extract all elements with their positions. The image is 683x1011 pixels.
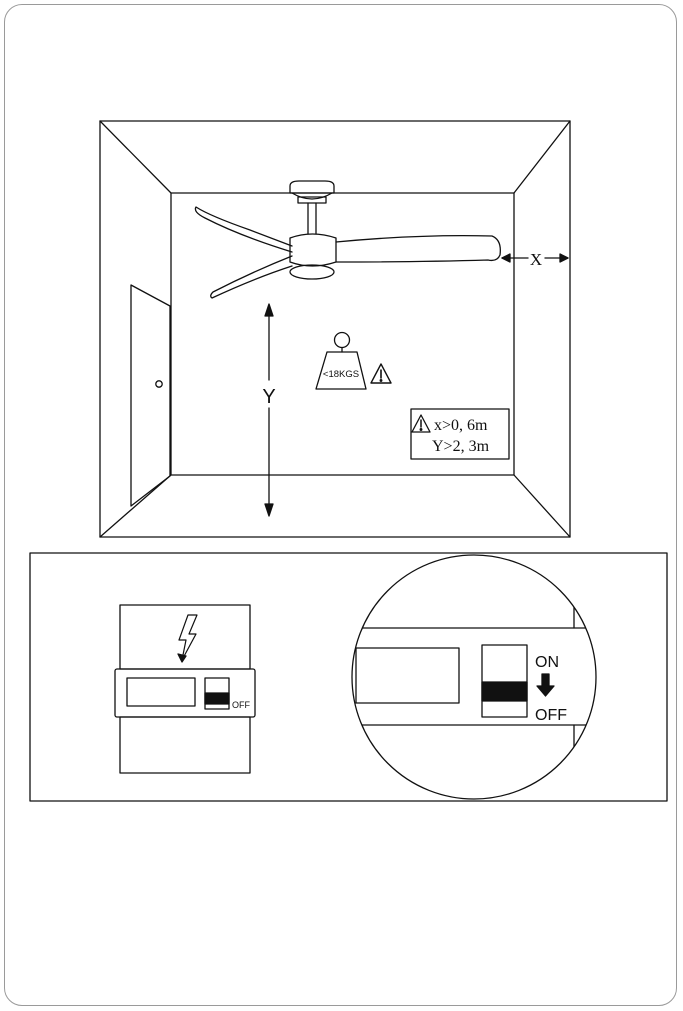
room-outer-frame — [99, 120, 571, 538]
switch-down-arrow-icon — [536, 673, 555, 697]
weight-limit-label: <18KGS — [323, 369, 359, 380]
room-edge — [99, 120, 172, 194]
breaker-switch-body — [114, 668, 256, 718]
x-label: X — [530, 250, 542, 269]
page-frame — [4, 4, 677, 1006]
y-label: Y — [262, 386, 275, 408]
magnifier-circle — [351, 554, 597, 800]
x-arrowhead-right — [559, 253, 569, 263]
room-edge — [513, 474, 571, 538]
y-arrowhead-top — [264, 303, 274, 317]
fan-motor-housing — [289, 233, 337, 267]
x-clearance-indicator — [501, 253, 569, 263]
weight-symbol — [315, 331, 367, 390]
fan-light-kit — [289, 264, 335, 280]
fan-mount — [297, 196, 327, 204]
room-edge — [513, 120, 571, 194]
magnified-toggle-lever-off — [481, 681, 528, 702]
clearance-note-box — [410, 408, 510, 460]
breaker-label-window — [126, 677, 196, 707]
door-knob — [155, 380, 163, 388]
lightning-icon — [178, 614, 198, 661]
breaker-on-label: ON — [535, 654, 559, 671]
breaker-small — [114, 604, 256, 774]
magnified-label-window — [355, 647, 460, 704]
breaker-off-label-small: OFF — [232, 700, 250, 710]
x-arrowhead-left — [501, 253, 511, 263]
y-height-indicator — [264, 303, 274, 517]
fan-blade-right — [335, 234, 501, 263]
breaker-toggle-lever-off — [204, 692, 230, 705]
ceiling-fan — [194, 180, 501, 299]
magnified-toggle — [481, 644, 528, 718]
fan-canopy — [289, 180, 335, 194]
weight-hook — [333, 331, 351, 349]
breaker-off-label: OFF — [535, 707, 567, 724]
clearance-y-text: Y>2, 3m — [432, 438, 490, 455]
breaker-magnified-view — [352, 559, 596, 799]
room-edge — [99, 474, 172, 538]
door — [130, 284, 171, 507]
breaker-bottom-panel — [119, 716, 251, 774]
fan-canopy-base — [291, 192, 333, 200]
warning-icon — [411, 414, 431, 433]
fan-blade-front — [210, 255, 293, 299]
breaker-top-panel — [119, 604, 251, 670]
warning-icon — [370, 363, 392, 384]
clearance-x-text: x>0, 6m — [434, 417, 488, 434]
fan-blade-back — [194, 206, 293, 253]
room-back-wall — [170, 192, 515, 476]
breaker-panel-frame — [29, 552, 668, 802]
y-arrowhead-bottom — [264, 503, 274, 517]
lightning-arrowhead — [177, 653, 187, 663]
weight-body — [315, 351, 367, 390]
room-illustration — [99, 120, 571, 538]
